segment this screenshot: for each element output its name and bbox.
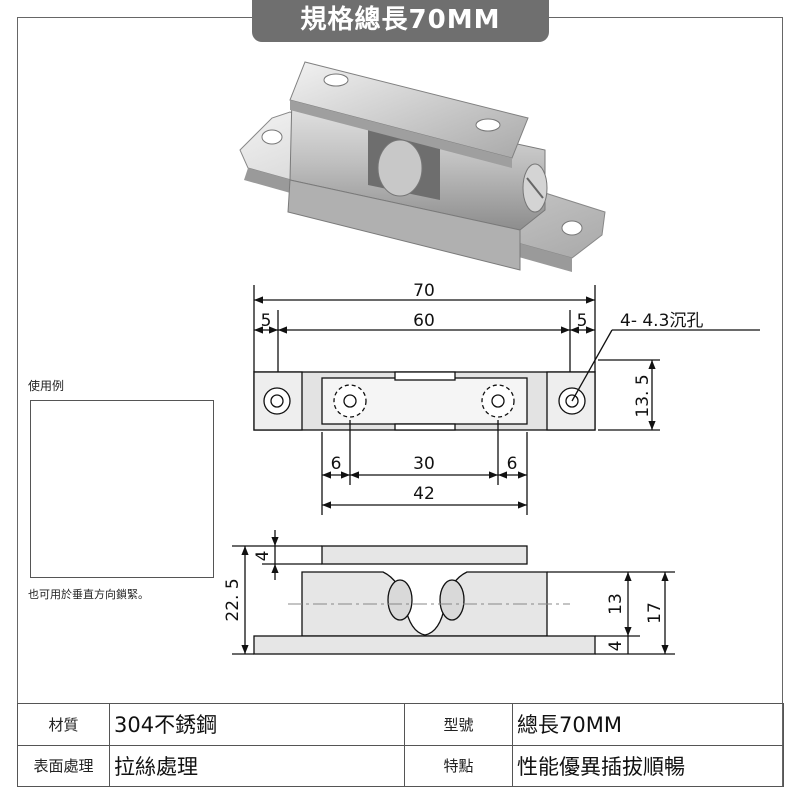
- spec-label-finish: 表面處理: [17, 744, 110, 787]
- dim-total-height: 22. 5: [223, 578, 243, 621]
- spec-label-model: 型號: [404, 703, 513, 746]
- dim-right-total: 17: [645, 602, 665, 624]
- dim-body-height: 13: [606, 593, 626, 615]
- usage-example-box: [30, 400, 214, 578]
- hole-note: 4- 4.3沉孔: [620, 311, 703, 331]
- dim-inner-left: 6: [331, 454, 342, 474]
- dim-inner-center: 30: [413, 454, 435, 474]
- spec-table: 材質 304不銹鋼 型號 總長70MM 表面處理 拉絲處理 特點 性能優異插拔順…: [17, 703, 784, 787]
- dim-height: 13. 5: [633, 374, 653, 417]
- usage-heading: 使用例: [28, 379, 65, 393]
- dim-base: 4: [606, 641, 626, 652]
- table-row: 材質 304不銹鋼 型號 總長70MM: [17, 703, 784, 746]
- dim-inner-total: 42: [413, 484, 435, 504]
- side-view-drawing: [232, 530, 675, 655]
- spec-value-material: 304不銹鋼: [109, 703, 405, 746]
- spec-value-finish: 拉絲處理: [109, 744, 405, 787]
- dim-center: 60: [413, 311, 435, 331]
- top-view-drawing: [253, 285, 760, 515]
- dim-inner-right: 6: [507, 454, 518, 474]
- spec-value-feature: 性能優異插拔順暢: [512, 744, 784, 787]
- product-photo: [239, 61, 606, 272]
- table-row: 表面處理 拉絲處理 特點 性能優異插拔順暢: [17, 744, 784, 787]
- usage-caption: 也可用於垂直方向鎖緊。: [28, 588, 149, 601]
- dim-end-right: 5: [577, 311, 588, 331]
- page-title: 規格總長70MM: [252, 0, 549, 42]
- spec-label-material: 材質: [17, 703, 110, 746]
- dimension-labels: 70 5 60 5 4- 4.3沉孔 13. 5 6 30 6 42 4 22.…: [223, 281, 703, 651]
- dim-plate: 4: [253, 551, 273, 562]
- dim-overall: 70: [413, 281, 435, 301]
- spec-label-feature: 特點: [404, 744, 513, 787]
- dim-end-left: 5: [261, 311, 272, 331]
- spec-value-model: 總長70MM: [512, 703, 784, 746]
